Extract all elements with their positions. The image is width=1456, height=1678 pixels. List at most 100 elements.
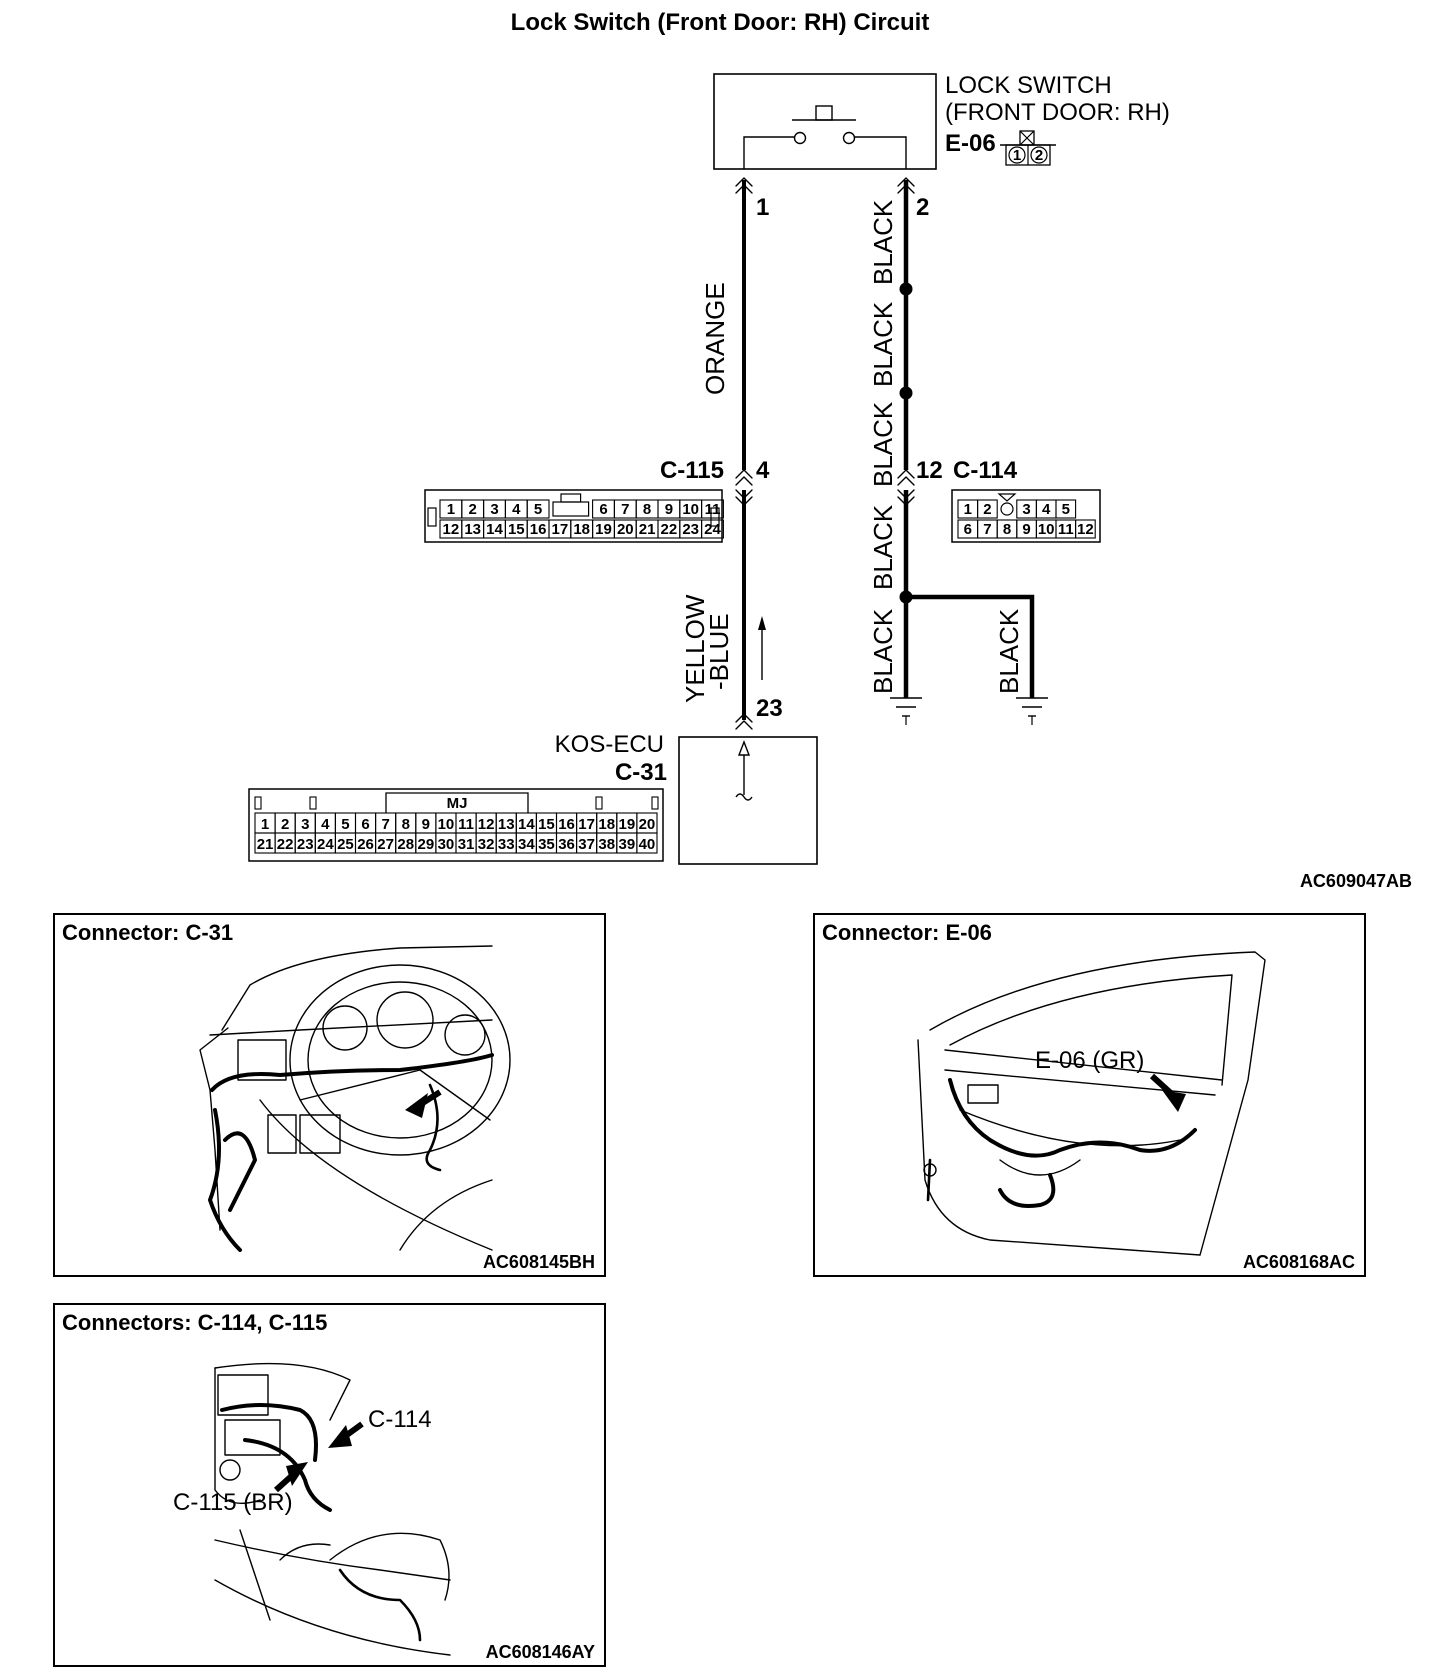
- ground-symbol-icon: [890, 697, 922, 725]
- panel-e06-ref: AC608168AC: [1243, 1252, 1355, 1272]
- pin-number-e06-2: 2: [916, 194, 929, 221]
- panel-connector-c31: Connector: C-31 AC608145BH: [53, 913, 606, 1277]
- c114-key-marker: [1000, 502, 1014, 516]
- panel-connectors-c114-c115: Connectors: C-114, C-115 AC608146AY C-11…: [53, 1303, 606, 1667]
- diagram-reference-code: AC609047AB: [1300, 871, 1412, 891]
- c31-pin: 21: [257, 836, 274, 853]
- c114-pin-cell: [1055, 499, 1077, 519]
- c31-pin: 10: [438, 816, 455, 833]
- c31-pin: 7: [381, 816, 389, 833]
- c115-pin: 1: [447, 501, 455, 518]
- lock-switch: [713, 73, 937, 170]
- c114-pin: 5: [1062, 501, 1070, 518]
- c115-pin: 10: [682, 501, 699, 518]
- c31-pin: 32: [478, 836, 495, 853]
- c114-pin: 12: [1077, 521, 1094, 538]
- c115-pin: 2: [469, 501, 477, 518]
- c115-pin: 24: [704, 521, 721, 538]
- connector-chevron-e06-1: [735, 177, 753, 194]
- panel-c31-ref: AC608145BH: [483, 1252, 595, 1272]
- c31-pin: 11: [458, 816, 474, 833]
- c31-pin: 15: [538, 816, 555, 833]
- c115-pin: 23: [682, 521, 699, 538]
- c115-pin: 8: [643, 501, 651, 518]
- c31-pin: 35: [538, 836, 555, 853]
- c115-key-tab: [560, 493, 582, 503]
- c115-pin: 21: [639, 521, 656, 538]
- c115-pin: 4: [512, 501, 521, 518]
- wire-label-black: BLACK: [868, 199, 898, 285]
- c31-pin: 12: [478, 816, 495, 833]
- c114-pin: 6: [964, 521, 972, 538]
- c115-key-slot: [552, 501, 590, 517]
- c115-pin: 9: [665, 501, 673, 518]
- console-illustration: [214, 1362, 451, 1656]
- c31-pin: 2: [281, 816, 289, 833]
- c31-pin: 18: [598, 816, 615, 833]
- c31-pin: 20: [639, 816, 656, 833]
- callout-c114: C-114: [368, 1406, 432, 1433]
- c31-pin: 13: [498, 816, 515, 833]
- wire-label-black: BLACK: [868, 504, 898, 590]
- connector-chevron-c115: [735, 469, 753, 506]
- c115-connector-label: C-115: [660, 457, 724, 484]
- c115-pin: 16: [530, 521, 547, 538]
- panel-c114-c115-title: Connectors: C-114, C-115: [62, 1310, 327, 1335]
- c31-pin: 28: [397, 836, 414, 853]
- wire-label-black: BLACK: [868, 401, 898, 487]
- c31-pin: 25: [337, 836, 354, 853]
- c115-pin: 7: [621, 501, 629, 518]
- connector-chevron-c114: [897, 469, 915, 506]
- c31-pin: 24: [317, 836, 334, 853]
- c114-pin: 1: [964, 501, 972, 518]
- splice-point: [899, 282, 913, 296]
- c31-pin: 31: [458, 836, 475, 853]
- wire-label-black: BLACK: [868, 301, 898, 387]
- c31-pin: 4: [321, 816, 330, 833]
- connector-chevron-e06-2: [897, 177, 915, 194]
- c115-pin: 3: [490, 501, 498, 518]
- arrow-pointer-icon: [405, 1093, 428, 1118]
- lock-switch-label-line2: (FRONT DOOR: RH): [945, 99, 1170, 126]
- kos-ecu-label: KOS-ECU: [555, 731, 664, 758]
- ground-symbol-icon: [1016, 697, 1048, 725]
- wire-label-yellow: YELLOW: [680, 594, 710, 703]
- c115-pin: 22: [661, 521, 678, 538]
- c115-pin: 14: [486, 521, 503, 538]
- panel-connector-e06: Connector: E-06 AC608168AC E-06 (GR): [813, 913, 1366, 1277]
- signal-direction-arrow-icon: [758, 616, 766, 680]
- pin-number-c114: 12: [916, 457, 943, 484]
- c31-pin: 34: [518, 836, 535, 853]
- connector-chevron-c31: [735, 713, 753, 730]
- c31-pin: 22: [277, 836, 294, 853]
- c31-pin: 23: [297, 836, 314, 853]
- c31-pin: 6: [361, 816, 369, 833]
- splice-point: [899, 590, 913, 604]
- e06-pin-1: 1: [1013, 147, 1021, 164]
- c115-pin: 18: [573, 521, 590, 538]
- wire-label-orange: ORANGE: [700, 282, 730, 395]
- door-illustration: [917, 951, 1266, 1256]
- c31-pin: 1: [261, 816, 269, 833]
- c31-pin-cell: [636, 832, 658, 854]
- c115-pin: 5: [534, 501, 542, 518]
- c31-pin: 17: [578, 816, 595, 833]
- c114-pin: 4: [1042, 501, 1051, 518]
- c115-pin-cell: [526, 499, 550, 519]
- lock-switch-label-line1: LOCK SWITCH: [945, 72, 1112, 99]
- panel-c31-title: Connector: C-31: [62, 920, 233, 945]
- c114-pin-cell: [977, 499, 998, 519]
- e06-connector-symbol: 1 2: [1000, 130, 1056, 166]
- c114-pin: 8: [1003, 521, 1011, 538]
- c31-pin: 33: [498, 836, 515, 853]
- arrow-pointer-icon: [1162, 1090, 1186, 1112]
- panel-c114-c115-ref: AC608146AY: [486, 1642, 595, 1662]
- c31-pin: 8: [402, 816, 410, 833]
- c114-pin: 10: [1038, 521, 1055, 538]
- c115-pin: 15: [508, 521, 525, 538]
- pin-number-c115: 4: [756, 457, 770, 484]
